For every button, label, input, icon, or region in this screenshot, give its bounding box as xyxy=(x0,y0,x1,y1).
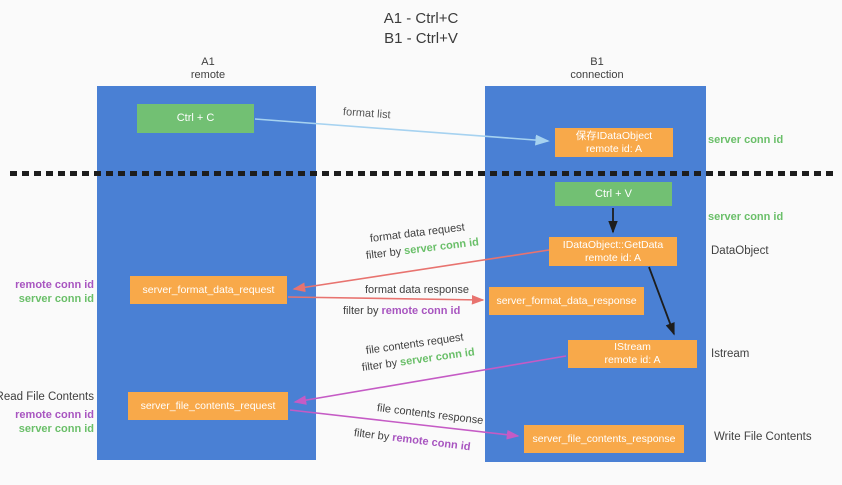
format-data-response-arrow xyxy=(287,295,485,305)
server-format-data-response-box: server_format_data_response xyxy=(489,287,644,315)
file-contents-response-label: file contents response xyxy=(376,402,484,427)
server-file-contents-response-box: server_file_contents_response xyxy=(524,425,684,453)
istream-line1: IStream xyxy=(614,341,651,353)
server-file-contents-request-box: server_file_contents_request xyxy=(128,392,288,420)
getdata-line1: IDataObject::GetData xyxy=(562,238,664,251)
istream-line2: remote id: A xyxy=(604,354,661,366)
lane-header-b1: B1 connection xyxy=(547,56,647,82)
filter-by-prefix: filter by xyxy=(365,245,402,262)
lane-b1-role: connection xyxy=(570,69,624,81)
title-line-2: B1 - Ctrl+V xyxy=(384,30,458,47)
lane-a1-role: remote xyxy=(190,69,226,81)
filter-by-prefix: filter by xyxy=(361,357,398,374)
diagram-title: A1 - Ctrl+C B1 - Ctrl+V xyxy=(296,9,546,49)
filter-by-prefix: filter by xyxy=(353,427,390,444)
right-server-conn-id-1: server conn id xyxy=(708,134,784,146)
server-format-data-request-label: server_format_data_request xyxy=(142,283,275,296)
istream-box: IStream remote id: A xyxy=(568,340,697,368)
lane-a1-name: A1 xyxy=(201,56,215,68)
remote-conn-id-key: remote conn id xyxy=(391,431,472,454)
left-read-file-contents-label: Read File Contents xyxy=(0,391,94,403)
left-server-conn-id-2: server conn id xyxy=(18,423,94,435)
server-file-contents-request-label: server_file_contents_request xyxy=(140,399,276,412)
save-idataobject-line2: remote id: A xyxy=(585,142,643,155)
getdata-line2: remote id: A xyxy=(584,251,642,264)
right-istream-label: Istream xyxy=(711,348,750,360)
lane-header-a1: A1 remote xyxy=(158,56,258,82)
save-idataobject-line1: 保存IDataObject xyxy=(575,129,653,142)
left-server-conn-id-1: server conn id xyxy=(18,293,94,305)
left-remote-conn-id-2: remote conn id xyxy=(15,409,94,421)
ctrl-c-label: Ctrl + C xyxy=(176,112,215,124)
remote-conn-id-key: remote conn id xyxy=(381,305,461,317)
ctrl-v-label: Ctrl + V xyxy=(595,187,632,200)
title-line-1: A1 - Ctrl+C xyxy=(383,10,459,27)
ctrl-c-box: Ctrl + C xyxy=(137,104,254,133)
server-file-contents-response-label: server_file_contents_response xyxy=(532,432,676,445)
phase-divider-dotted-line xyxy=(10,171,835,176)
server-format-data-response-label: server_format_data_response xyxy=(496,294,637,307)
filter-by-prefix: filter by xyxy=(343,305,379,317)
right-server-conn-id-2: server conn id xyxy=(708,211,784,223)
right-write-file-contents-label: Write File Contents xyxy=(714,431,812,443)
save-idataobject-box: 保存IDataObject remote id: A xyxy=(555,128,673,157)
left-remote-conn-id-1: remote conn id xyxy=(15,279,94,291)
format-data-response-label: format data response xyxy=(365,284,469,296)
server-format-data-request-box: server_format_data_request xyxy=(130,276,287,304)
idataobject-getdata-box: IDataObject::GetData remote id: A xyxy=(549,237,677,266)
format-list-label: format list xyxy=(342,106,391,122)
ctrl-v-box: Ctrl + V xyxy=(555,182,672,206)
right-dataobject-label: DataObject xyxy=(711,245,769,257)
lane-b1-name: B1 xyxy=(590,56,604,68)
